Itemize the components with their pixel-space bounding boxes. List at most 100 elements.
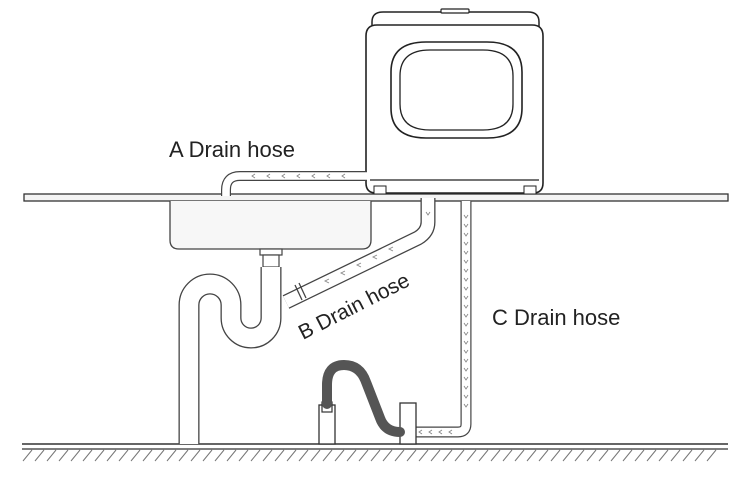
hatch-stroke bbox=[106, 449, 117, 462]
sink-basin bbox=[169, 201, 372, 250]
dishwasher-window-inner bbox=[399, 49, 514, 131]
flow-arrow bbox=[463, 241, 469, 246]
floor bbox=[22, 443, 728, 462]
flow-arrow bbox=[418, 429, 423, 435]
label-drain-hose-b: B Drain hose bbox=[295, 269, 414, 345]
dishwasher-body bbox=[365, 24, 544, 194]
flow-arrow bbox=[463, 214, 469, 219]
dishwasher-foot-right bbox=[523, 185, 537, 195]
hatch-stroke bbox=[490, 449, 501, 462]
flow-arrow bbox=[463, 331, 469, 336]
hatch-stroke bbox=[202, 449, 213, 462]
hatch-stroke bbox=[658, 449, 669, 462]
flow-arrow bbox=[463, 286, 469, 291]
hatch-stroke bbox=[574, 449, 585, 462]
hatch-stroke bbox=[22, 449, 33, 462]
hatch-stroke bbox=[610, 449, 621, 462]
floor-drain-riser bbox=[399, 402, 417, 445]
hatch-stroke bbox=[406, 449, 417, 462]
drain-hose-b-flow-arrows bbox=[323, 211, 431, 284]
flow-arrow bbox=[463, 349, 469, 354]
hatch-stroke bbox=[94, 449, 105, 462]
hatch-stroke bbox=[682, 449, 693, 462]
flow-arrow bbox=[463, 376, 469, 381]
hatch-stroke bbox=[226, 449, 237, 462]
hatch-stroke bbox=[118, 449, 129, 462]
flow-arrow bbox=[463, 259, 469, 264]
hatch-stroke bbox=[598, 449, 609, 462]
hatch-stroke bbox=[394, 449, 405, 462]
hatch-stroke bbox=[418, 449, 429, 462]
dishwasher-foot-left bbox=[373, 185, 387, 195]
flow-arrow bbox=[463, 394, 469, 399]
hatch-stroke bbox=[142, 449, 153, 462]
hatch-stroke bbox=[358, 449, 369, 462]
sink-drain-fitting bbox=[259, 248, 283, 268]
hatch-stroke bbox=[82, 449, 93, 462]
hatch-stroke bbox=[706, 449, 717, 462]
hatch-stroke bbox=[586, 449, 597, 462]
flow-arrow bbox=[463, 385, 469, 390]
flexible-drain-hose bbox=[322, 360, 405, 437]
hatch-stroke bbox=[310, 449, 321, 462]
flow-arrow bbox=[448, 429, 453, 435]
flow-arrow bbox=[428, 429, 433, 435]
hatch-stroke bbox=[514, 449, 525, 462]
flow-arrow bbox=[463, 223, 469, 228]
hatch-stroke bbox=[466, 449, 477, 462]
flow-arrow bbox=[463, 232, 469, 237]
flow-arrow bbox=[463, 340, 469, 345]
flow-arrow bbox=[463, 367, 469, 372]
flow-arrow bbox=[463, 295, 469, 300]
hatch-stroke bbox=[502, 449, 513, 462]
hatch-stroke bbox=[538, 449, 549, 462]
flow-arrow bbox=[463, 250, 469, 255]
hatch-stroke bbox=[670, 449, 681, 462]
hatch-stroke bbox=[70, 449, 81, 462]
hatch-stroke bbox=[298, 449, 309, 462]
drain-hose-a-flow-arrows bbox=[251, 173, 346, 179]
hatch-stroke bbox=[274, 449, 285, 462]
hatch-stroke bbox=[442, 449, 453, 462]
hatch-stroke bbox=[238, 449, 249, 462]
hatch-stroke bbox=[58, 449, 69, 462]
hatch-stroke bbox=[646, 449, 657, 462]
hatch-stroke bbox=[550, 449, 561, 462]
hatch-stroke bbox=[334, 449, 345, 462]
hatch-stroke bbox=[562, 449, 573, 462]
flow-arrow bbox=[463, 304, 469, 309]
flow-arrow bbox=[463, 322, 469, 327]
hatch-stroke bbox=[430, 449, 441, 462]
hatch-stroke bbox=[178, 449, 189, 462]
hatch-stroke bbox=[214, 449, 225, 462]
drain-hose-b bbox=[282, 198, 436, 309]
hatch-stroke bbox=[478, 449, 489, 462]
hatch-stroke bbox=[526, 449, 537, 462]
hatch-stroke bbox=[166, 449, 177, 462]
dishwasher-top-button bbox=[440, 8, 470, 14]
hatch-stroke bbox=[346, 449, 357, 462]
flow-arrow bbox=[463, 313, 469, 318]
hatch-stroke bbox=[454, 449, 465, 462]
hatch-stroke bbox=[154, 449, 165, 462]
label-drain-hose-a: A Drain hose bbox=[169, 137, 295, 162]
hatch-stroke bbox=[370, 449, 381, 462]
dishwasher-window-outer bbox=[390, 41, 523, 139]
hatch-stroke bbox=[322, 449, 333, 462]
sink-p-trap-inner bbox=[179, 267, 281, 444]
flow-arrow bbox=[463, 277, 469, 282]
drain-hose-c bbox=[402, 201, 472, 438]
hatch-stroke bbox=[250, 449, 261, 462]
floor-hatching bbox=[22, 449, 717, 462]
hatch-stroke bbox=[382, 449, 393, 462]
hatch-stroke bbox=[130, 449, 141, 462]
label-drain-hose-c: C Drain hose bbox=[492, 305, 620, 330]
flow-arrow bbox=[463, 268, 469, 273]
hatch-stroke bbox=[46, 449, 57, 462]
flow-arrow bbox=[463, 358, 469, 363]
flow-arrow bbox=[438, 429, 443, 435]
drain-hose-a bbox=[221, 171, 367, 196]
hatch-stroke bbox=[694, 449, 705, 462]
hatch-stroke bbox=[190, 449, 201, 462]
